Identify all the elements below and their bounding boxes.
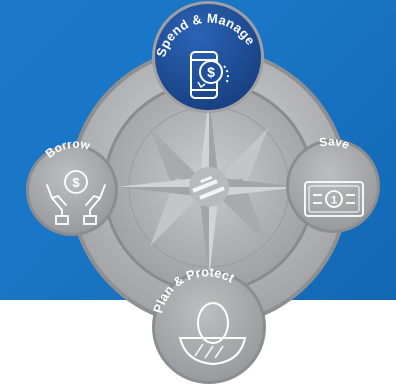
nest-egg-icon: [178, 302, 247, 366]
center-logo-icon: [189, 167, 229, 207]
plan-protect-node[interactable]: Plan & Protect: [150, 264, 266, 384]
mobile-phone-dollar-icon: $: [190, 51, 229, 99]
borrow-node[interactable]: Borrow $: [26, 137, 118, 236]
svg-text:1: 1: [331, 195, 337, 207]
save-node[interactable]: Save 1: [286, 134, 380, 233]
hands-dollar-icon: $: [46, 170, 106, 225]
svg-text:$: $: [207, 64, 215, 80]
spend-manage-node[interactable]: Spend & Manage $: [152, 1, 264, 113]
dollar-bill-icon: 1: [304, 181, 364, 217]
svg-text:$: $: [72, 175, 80, 190]
